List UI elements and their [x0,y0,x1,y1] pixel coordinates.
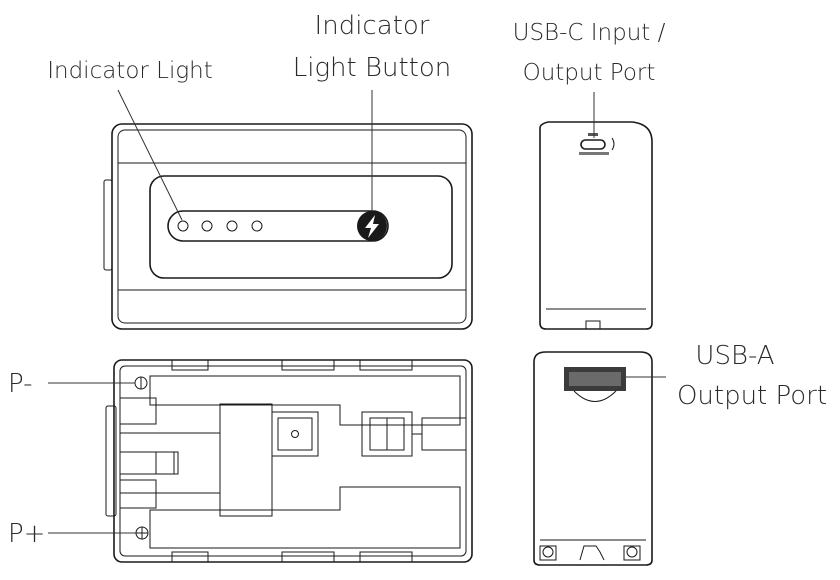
label-indicator-button-line2: Light Button [293,53,452,83]
label-indicator-button-line1: Indicator [315,11,430,41]
callout-lines [48,89,666,534]
circle-cross-icon [135,526,149,540]
label-usbc-line2: Output Port [523,60,656,86]
usb-c-port [579,133,615,155]
usb-a-port [564,367,626,402]
label-usbc-line1: USB-C Input / [513,20,666,46]
lightning-bolt-icon [357,211,387,241]
indicator-led-3 [226,220,238,232]
label-p-plus: P+ [8,519,45,549]
indicator-panel [149,175,453,279]
label-indicator-light: Indicator Light [47,58,213,84]
battery-back-view [105,359,473,563]
battery-side-view-usbc [539,121,653,330]
indicator-led-2 [201,220,213,232]
indicator-led-4 [251,220,263,232]
indicator-led-1 [177,220,189,232]
label-usba-line1: USB-A [695,341,774,371]
circle-bar-icon [134,376,148,390]
led-strip [167,210,389,242]
label-p-minus: P- [8,369,33,399]
battery-side-view-usba [533,351,653,566]
battery-front-view [103,123,473,330]
label-usba-line2: Output Port [677,381,827,411]
